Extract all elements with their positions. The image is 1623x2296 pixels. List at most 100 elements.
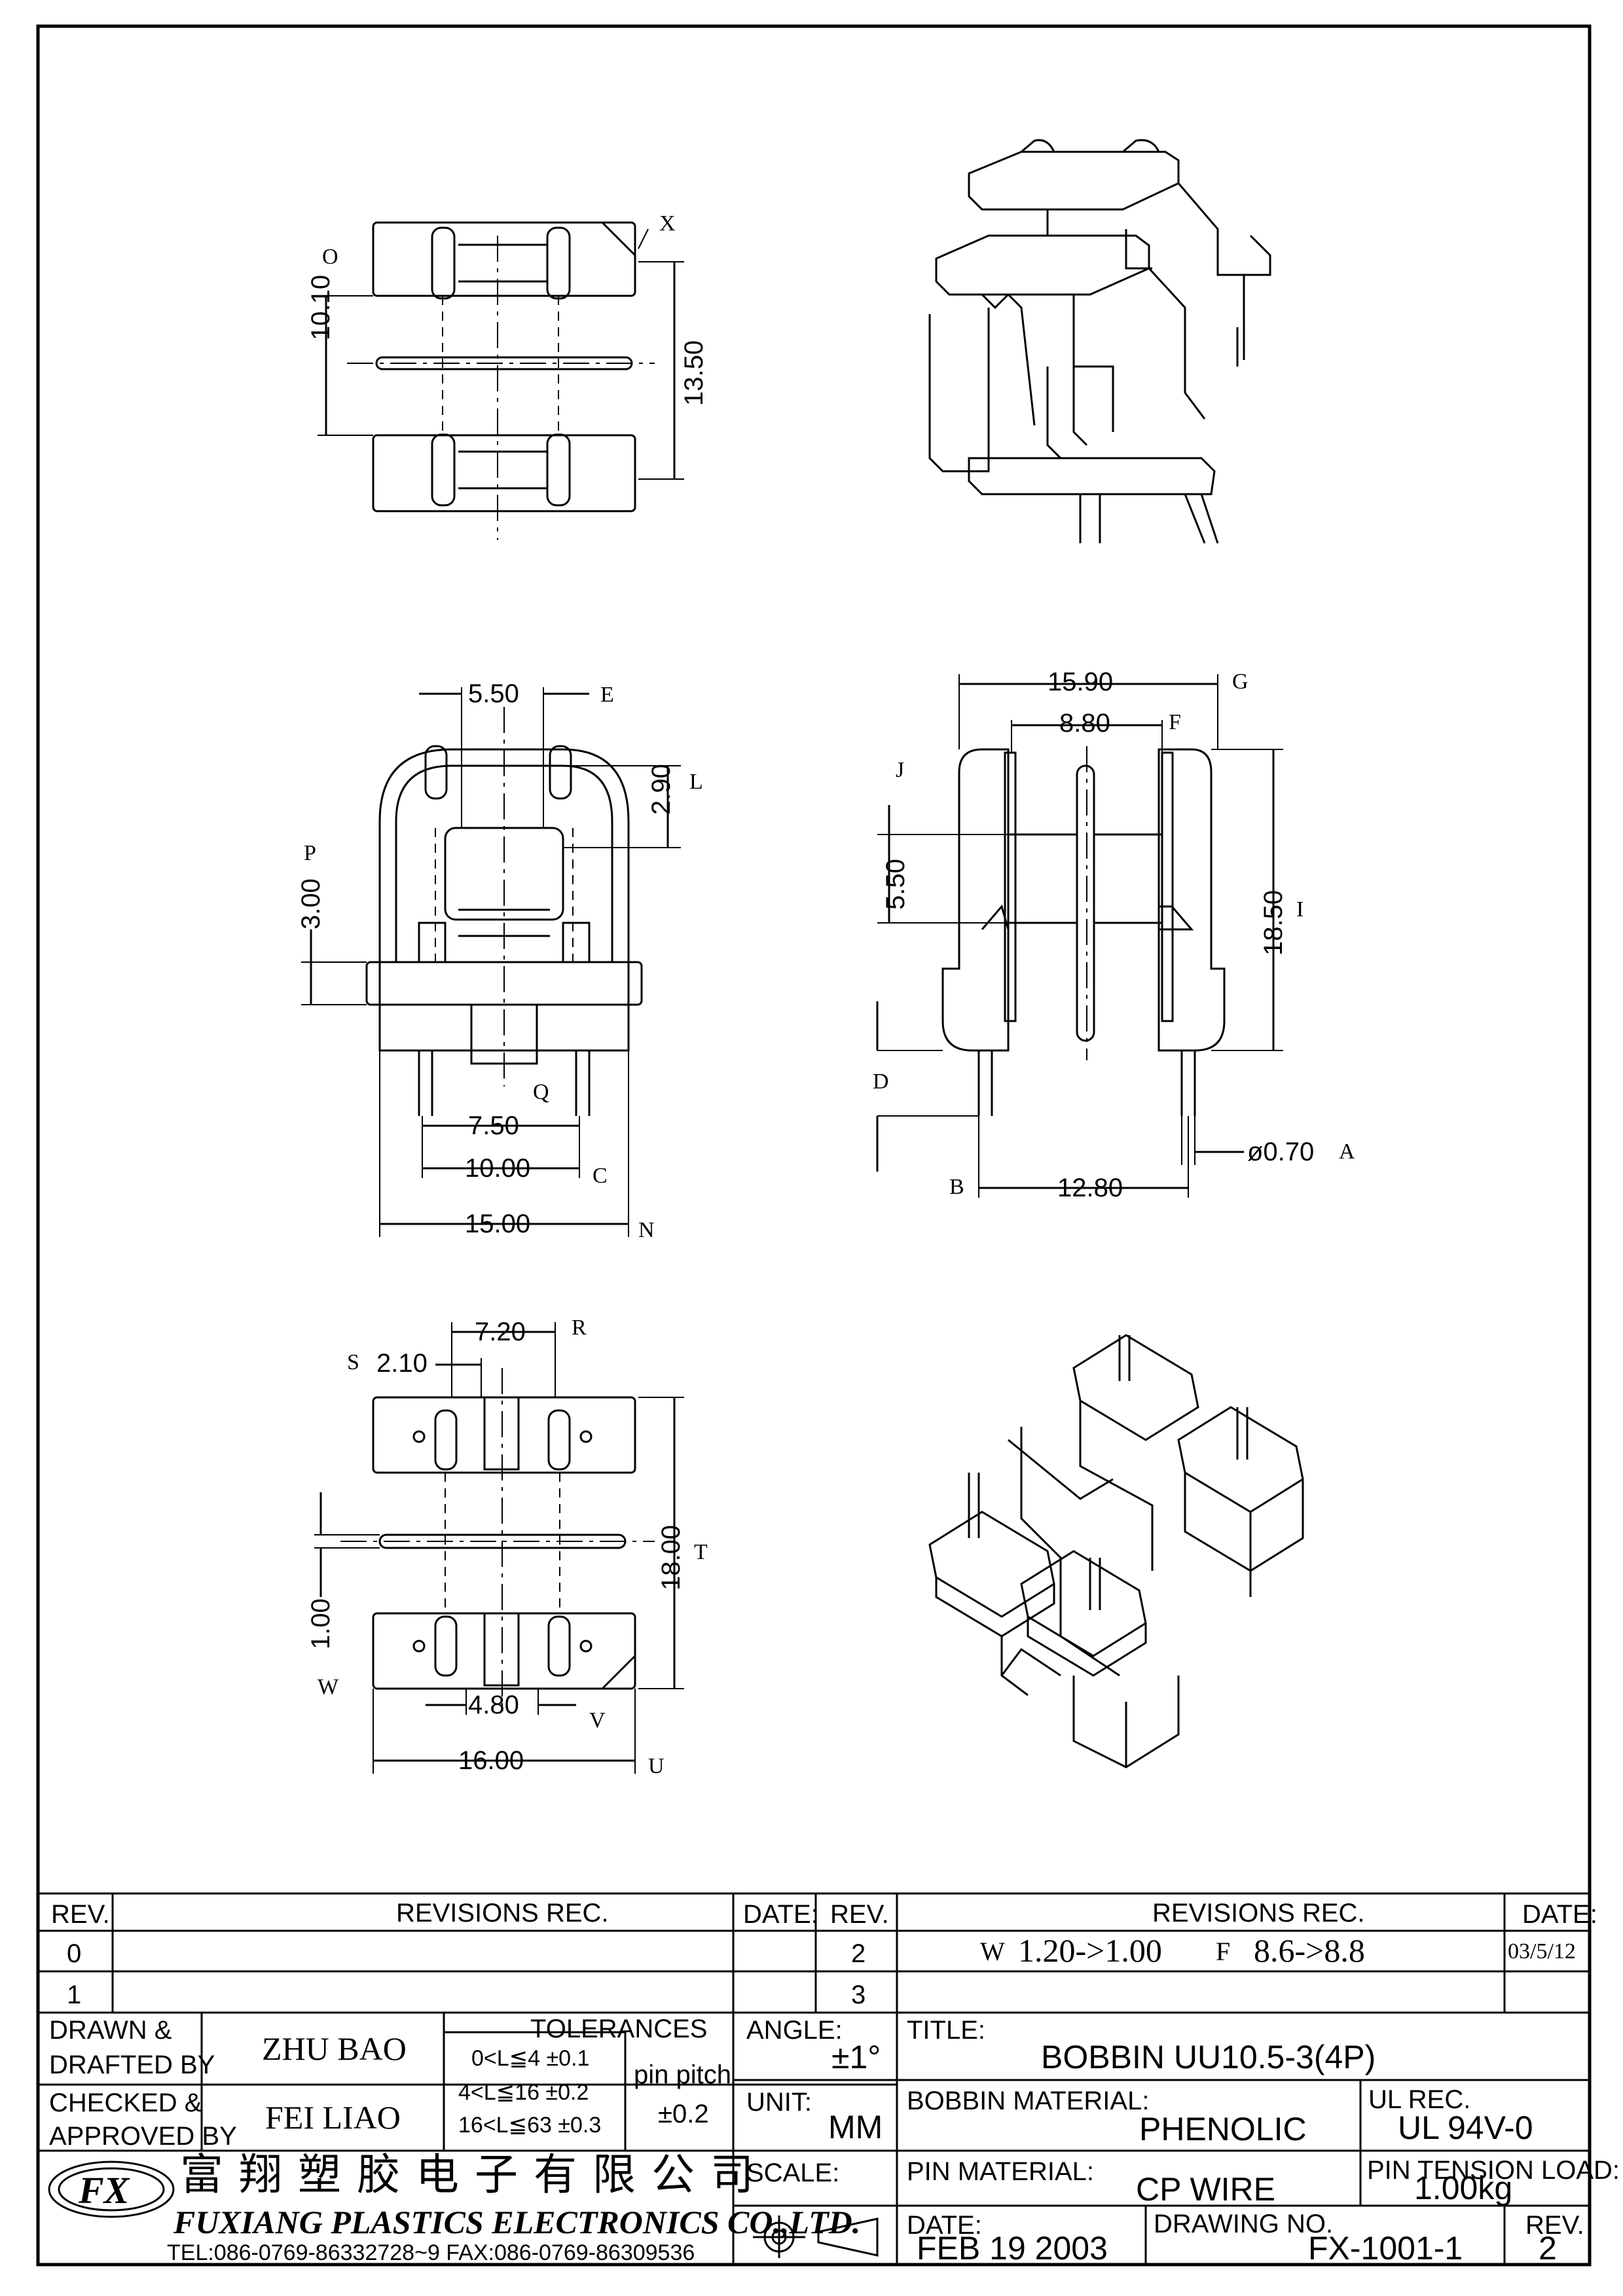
- ul-rec-value: UL 94V-0: [1398, 2109, 1533, 2146]
- drawn-by: ZHU BAO: [262, 2030, 407, 2067]
- dim-3-00: 3.00: [297, 878, 325, 929]
- balloon-u: U: [648, 1754, 665, 1778]
- dim-10-00: 10.00: [465, 1154, 531, 1183]
- revision-f-text: 8.6->8.8: [1254, 1932, 1365, 1969]
- dim-pin-diameter: ø0.70: [1247, 1138, 1315, 1166]
- front-view: [301, 687, 681, 1237]
- pin-pitch-value: ±0.2: [658, 2100, 709, 2128]
- balloon-s: S: [347, 1350, 359, 1374]
- balloon-c: C: [593, 1164, 608, 1188]
- rev-row-2: 2: [851, 1939, 866, 1968]
- balloon-l: L: [689, 770, 703, 794]
- dim-2-10: 2.10: [376, 1349, 428, 1378]
- ul-rec-label: UL REC.: [1368, 2085, 1471, 2114]
- date-header-right: DATE:: [1522, 1900, 1597, 1929]
- company-name-en: FUXIANG PLASTICS ELECTRONICS CO.,LTD.: [173, 2204, 861, 2240]
- balloon-b: B: [949, 1175, 964, 1199]
- projection-symbol: [753, 2215, 879, 2258]
- dim-2-90: 2.90: [647, 764, 676, 815]
- balloon-n: N: [638, 1218, 655, 1242]
- drawing-no-value: FX-1001-1: [1308, 2230, 1463, 2267]
- checked-label-1: CHECKED &: [49, 2089, 202, 2117]
- rev-row-1: 1: [67, 1981, 82, 2009]
- bobbin-material-label: BOBBIN MATERIAL:: [907, 2087, 1150, 2115]
- tolerance-row-2: 4<L≦16 ±0.2: [458, 2080, 589, 2105]
- tolerance-row-1: 0<L≦4 ±0.1: [471, 2046, 590, 2071]
- bobbin-material-value: PHENOLIC: [1139, 2111, 1307, 2147]
- balloon-w: W: [318, 1675, 339, 1699]
- dim-8-80: 8.80: [1059, 709, 1110, 738]
- pin-material-label: PIN MATERIAL:: [907, 2157, 1094, 2186]
- tolerances-label: TOLERANCES: [530, 2015, 708, 2043]
- balloon-r: R: [572, 1316, 587, 1340]
- revisions-header-right: REVISIONS REC.: [1152, 1899, 1365, 1928]
- balloon-p: P: [304, 841, 316, 865]
- revision-w-text: 1.20->1.00: [1018, 1932, 1162, 1969]
- drawn-label-1: DRAWN &: [49, 2016, 172, 2045]
- balloon-d: D: [873, 1069, 889, 1094]
- date-header-left: DATE:: [743, 1900, 818, 1929]
- unit-label: UNIT:: [746, 2088, 812, 2117]
- balloon-i: I: [1296, 897, 1304, 922]
- dim-5-50-front: 5.50: [468, 679, 519, 708]
- balloon-t: T: [694, 1540, 708, 1564]
- date-value: FEB 19 2003: [917, 2230, 1108, 2267]
- tolerance-row-3: 16<L≦63 ±0.3: [458, 2113, 602, 2138]
- isometric-view-top: [928, 139, 1271, 544]
- bottom-view: [314, 1322, 684, 1774]
- dim-15-00: 15.00: [465, 1210, 531, 1238]
- scale-label: SCALE:: [746, 2159, 840, 2187]
- revision-f-mark: F: [1216, 1937, 1231, 1966]
- dim-16-00: 16.00: [458, 1746, 524, 1775]
- balloon-f: F: [1169, 710, 1181, 734]
- drawn-label-2: DRAFTED BY: [49, 2051, 215, 2079]
- dim-4-80: 4.80: [468, 1691, 519, 1719]
- dim-13-50: 13.50: [680, 340, 708, 406]
- logo-text: FX: [79, 2169, 130, 2212]
- balloon-v: V: [589, 1708, 606, 1732]
- rev-row-0: 0: [67, 1939, 82, 1968]
- angle-value: ±1°: [831, 2039, 881, 2075]
- balloon-o: O: [322, 245, 338, 269]
- dim-18-50: 18.50: [1259, 889, 1288, 956]
- pin-tension-label: PIN TENSION LOAD:: [1367, 2156, 1620, 2185]
- angle-label: ANGLE:: [746, 2016, 843, 2045]
- revision-date: 03/5/12: [1508, 1939, 1576, 1964]
- balloon-q: Q: [533, 1080, 549, 1104]
- revision-w-mark: W: [980, 1937, 1005, 1966]
- dim-12-80: 12.80: [1057, 1174, 1123, 1202]
- dim-18-00: 18.00: [657, 1524, 685, 1590]
- dim-7-20: 7.20: [475, 1318, 526, 1346]
- date-label: DATE:: [907, 2211, 982, 2240]
- balloon-j: J: [896, 758, 905, 782]
- drawing-frame: [36, 24, 1592, 2267]
- company-contact: TEL:086-0769-86332728~9 FAX:086-0769-863…: [167, 2240, 695, 2265]
- rev-header-right: REV.: [830, 1900, 889, 1929]
- title-value: BOBBIN UU10.5-3(4P): [1041, 2039, 1376, 2075]
- drawing-no-label: DRAWING NO.: [1154, 2210, 1334, 2238]
- title-label: TITLE:: [907, 2016, 986, 2045]
- revisions-header-left: REVISIONS REC.: [396, 1899, 609, 1928]
- top-view: [318, 221, 684, 540]
- balloon-e: E: [600, 683, 614, 707]
- rev-label: REV.: [1525, 2211, 1584, 2240]
- company-name-cn: 富翔塑胶电子有限公司: [180, 2149, 769, 2200]
- balloon-g: G: [1232, 670, 1249, 694]
- dim-7-50: 7.50: [468, 1111, 519, 1140]
- rev-row-3: 3: [851, 1981, 866, 2009]
- dim-1-00: 1.00: [306, 1598, 335, 1649]
- balloon-x: X: [659, 211, 676, 236]
- pin-material-value: CP WIRE: [1136, 2171, 1275, 2208]
- fx-logo: [48, 2161, 175, 2218]
- checked-by: FEI LIAO: [265, 2099, 401, 2136]
- checked-label-2: APPROVED BY: [49, 2122, 237, 2151]
- balloon-a: A: [1339, 1139, 1355, 1164]
- pin-tension-value: 1.00kg: [1414, 2170, 1513, 2206]
- unit-value: MM: [828, 2109, 883, 2145]
- rev-header-left: REV.: [51, 1900, 110, 1929]
- isometric-view-bottom: [928, 1334, 1304, 1768]
- dim-5-50-side: 5.50: [881, 859, 910, 910]
- title-block-grid: [38, 1892, 1590, 2265]
- pin-pitch-label: pin pitch: [634, 2060, 731, 2089]
